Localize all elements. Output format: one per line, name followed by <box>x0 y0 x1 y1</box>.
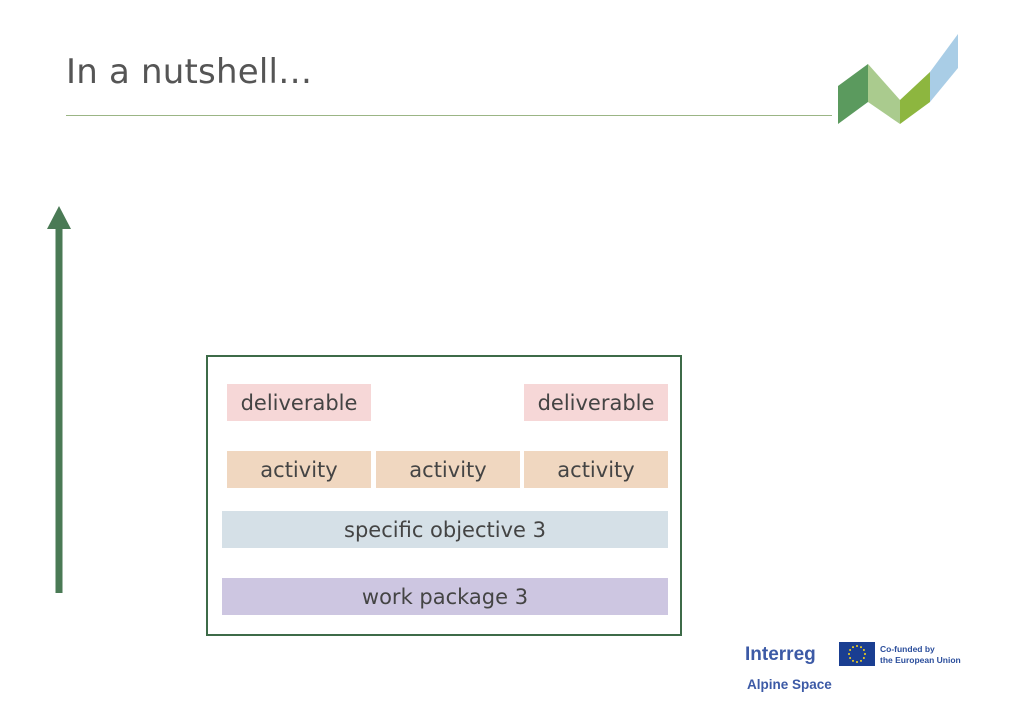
eu-flag-icon <box>839 642 875 666</box>
up-arrow <box>47 206 71 593</box>
slide-title: In a nutshell… <box>66 52 313 92</box>
eu-cofunded-text: Co-funded by the European Union <box>880 644 961 666</box>
activity-box-1: activity <box>227 451 371 488</box>
logo-segment-light-blue <box>930 34 958 102</box>
deliverable-box-2: deliverable <box>524 384 668 421</box>
logo-segment-dark-green <box>838 64 868 124</box>
eu-cofunded-line-2: the European Union <box>880 655 961 665</box>
eu-cofunded-line-1: Co-funded by <box>880 644 935 654</box>
logo-segment-light-green <box>868 64 900 124</box>
interreg-logo: Interreg <box>745 644 816 665</box>
activity-box-2: activity <box>376 451 520 488</box>
specific-objective-bar: specific objective 3 <box>222 511 668 548</box>
deliverable-box-1: deliverable <box>227 384 371 421</box>
work-package-bar: work package 3 <box>222 578 668 615</box>
title-underline <box>66 115 832 116</box>
activity-box-3: activity <box>524 451 668 488</box>
logo-segment-lime <box>900 72 930 124</box>
alpine-space-label: Alpine Space <box>747 677 832 692</box>
alpine-space-zigzag-logo <box>838 34 958 124</box>
diagram-frame <box>206 355 682 636</box>
funding-logos: Interreg Co-funded by the European Union… <box>745 640 975 700</box>
